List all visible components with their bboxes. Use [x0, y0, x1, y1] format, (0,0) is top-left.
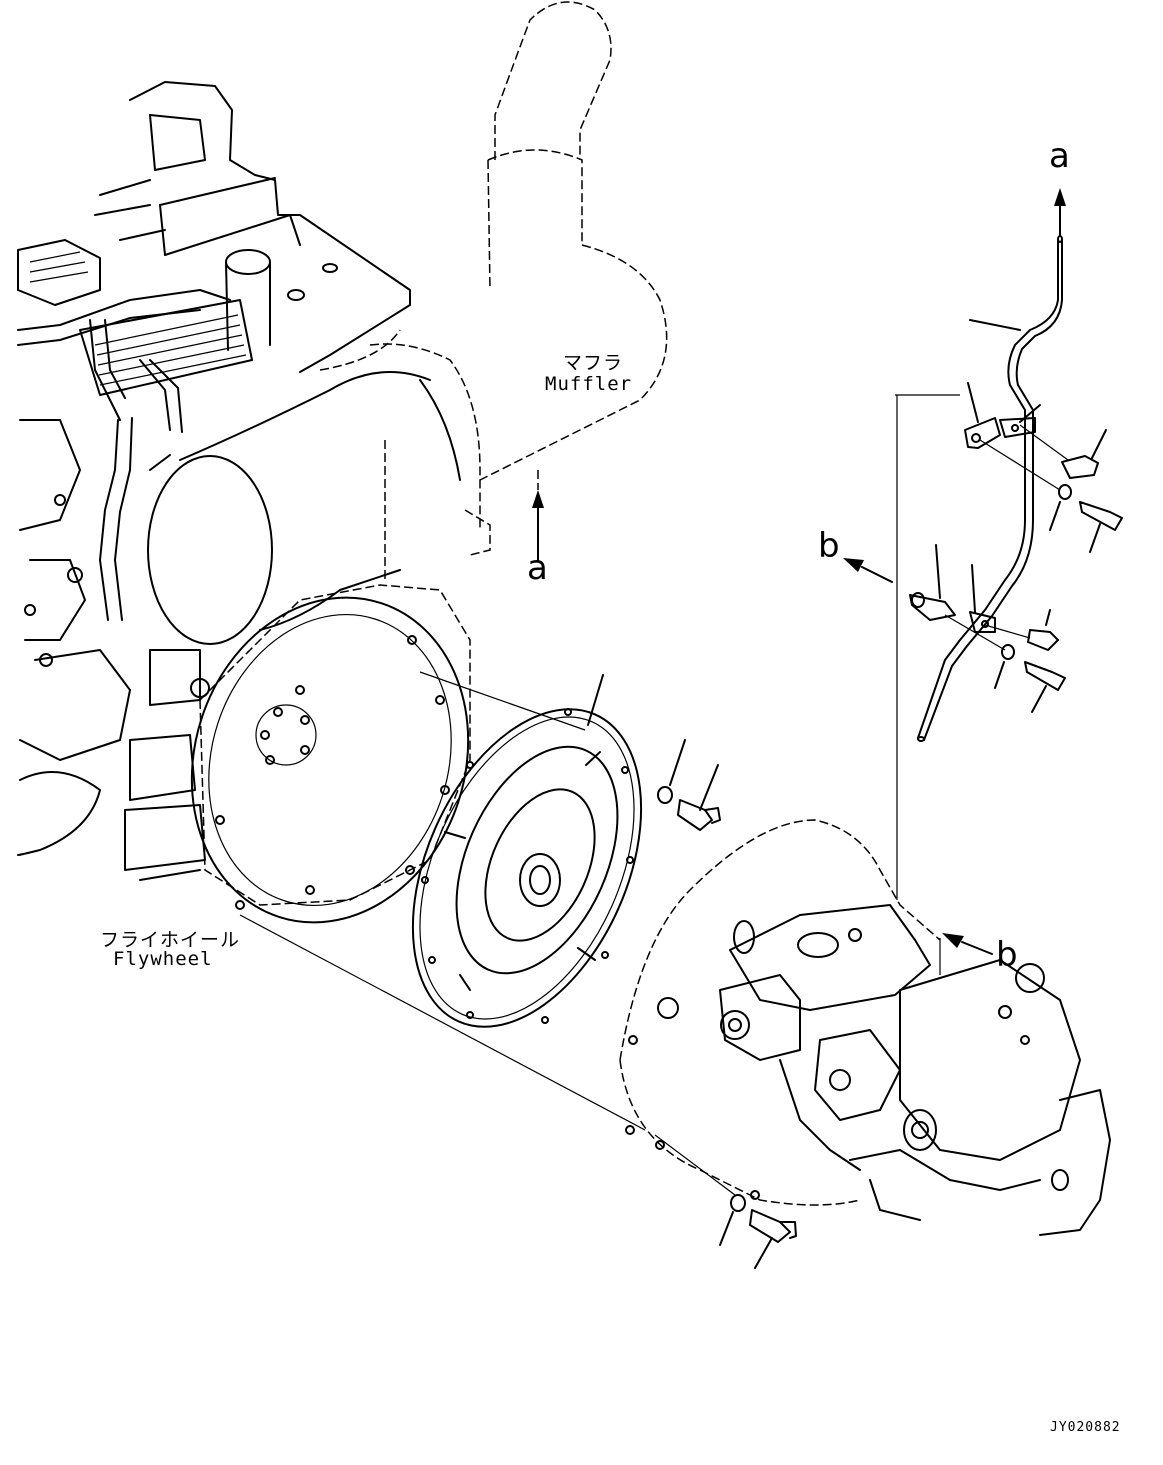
flywheel-label-en: Flywheel	[113, 948, 213, 970]
ref-b-pipe-label: b	[818, 526, 840, 566]
disc-washer	[657, 739, 686, 804]
drain-pipe	[917, 235, 1063, 742]
arrow-b-pump-head	[942, 933, 964, 948]
engine-assembly	[17, 81, 471, 924]
upper-bolt-b	[1079, 501, 1123, 553]
coupling-disc	[411, 708, 643, 1028]
upper-washer	[1049, 484, 1072, 531]
muffler-label-jp: マフラ	[563, 352, 624, 374]
flywheel-label-jp: フライホイール	[100, 929, 241, 951]
ref-a-top-label: a	[1049, 136, 1070, 176]
arrow-b-pipe-head	[843, 558, 864, 572]
pump-bolt	[749, 1209, 797, 1269]
ref-b-pump-label: b	[996, 935, 1018, 975]
muffler	[147, 1, 668, 645]
lower-bolt-b	[1024, 661, 1066, 713]
ref-a-muffler-label: a	[527, 548, 548, 588]
hydraulic-pump-assembly	[619, 819, 1111, 1236]
muffler-label-en: Muffler	[545, 373, 633, 395]
leader-disc	[587, 674, 604, 726]
lower-bolt-a	[1027, 609, 1059, 651]
arrow-b-pump-shaft	[961, 941, 993, 955]
lower-washer	[994, 644, 1015, 689]
pump-washer	[719, 1194, 746, 1246]
pipe-clamp-lower	[909, 544, 996, 633]
drawing-code: JY020882	[1050, 1420, 1121, 1435]
alignment-lines	[239, 394, 1069, 1196]
arrow-b-pipe-shaft	[861, 566, 893, 583]
arrow-a-top-head	[1054, 188, 1066, 206]
upper-bolt-a	[1061, 429, 1107, 479]
arrow-a-muffler-head	[532, 490, 544, 508]
disc-bolt	[677, 764, 721, 831]
pipe-clamp-upper	[964, 382, 1041, 449]
